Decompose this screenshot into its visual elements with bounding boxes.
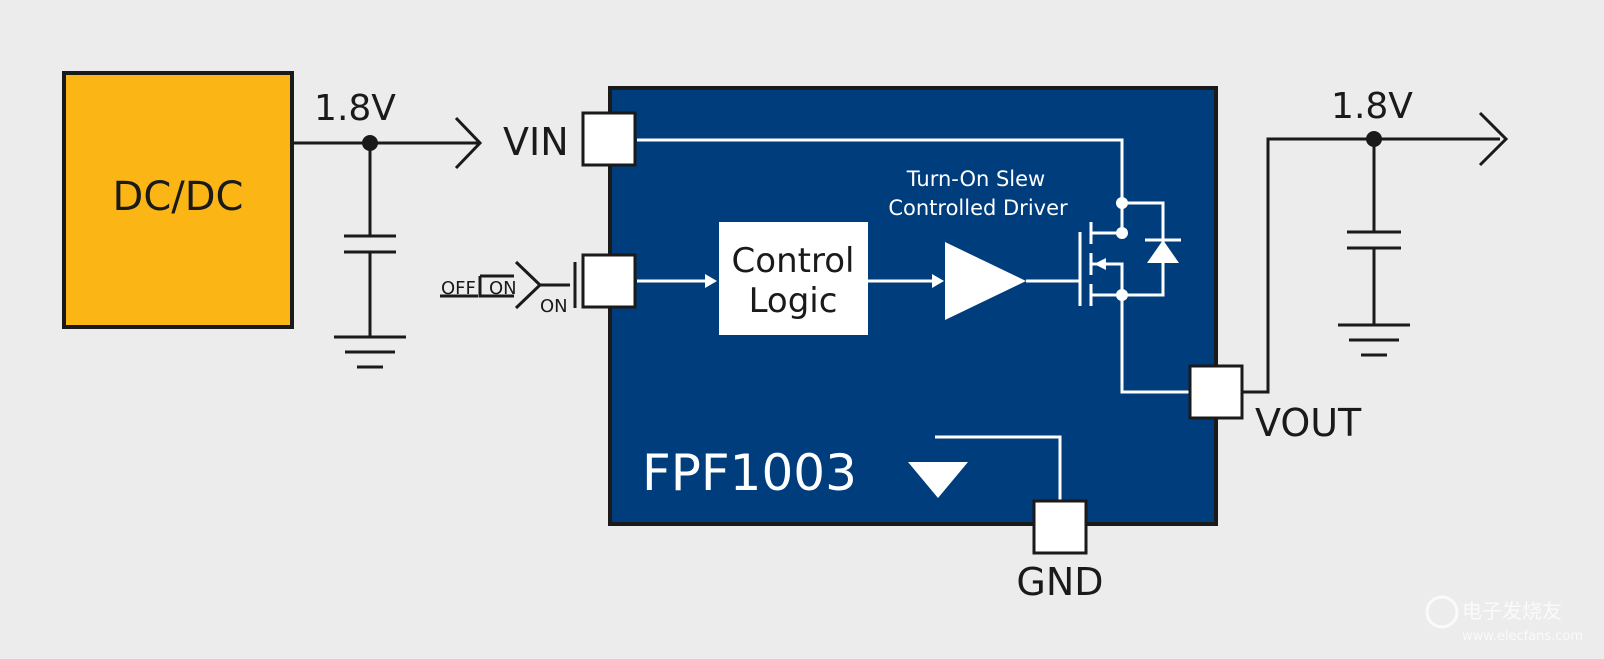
body-diode-icon bbox=[1147, 240, 1179, 263]
dcdc-box bbox=[62, 71, 294, 329]
switch-on-label: ON bbox=[489, 278, 517, 299]
vout-label: VOUT bbox=[1255, 401, 1362, 445]
vout-pin bbox=[1188, 364, 1244, 420]
vin-pin bbox=[581, 111, 637, 167]
output-voltage-label: 1.8V bbox=[1331, 86, 1413, 127]
gnd-label: GND bbox=[1016, 560, 1103, 604]
input-voltage-label: 1.8V bbox=[314, 88, 396, 129]
control-logic-box bbox=[719, 222, 868, 335]
vin-label: VIN bbox=[503, 120, 569, 164]
switch-on-box bbox=[478, 274, 514, 298]
logic-arrow-icon bbox=[932, 274, 944, 288]
chip-name: FPF1003 bbox=[642, 444, 857, 502]
driver-label-line2: Controlled Driver bbox=[888, 196, 1068, 220]
dcdc-label: DC/DC bbox=[113, 174, 244, 220]
output-rail-wire bbox=[1242, 137, 1500, 394]
output-arrow-icon bbox=[1478, 111, 1509, 167]
en-pin bbox=[581, 253, 637, 309]
mosfet-icon bbox=[1078, 197, 1192, 394]
driver-amplifier-icon bbox=[945, 242, 1026, 320]
gnd-pin bbox=[1032, 499, 1088, 555]
watermark: 电子发烧友 www.elecfans.com bbox=[1425, 595, 1583, 644]
switch-on-label-2: ON bbox=[540, 296, 568, 317]
input-arrow-icon bbox=[454, 116, 483, 170]
control-logic-line1: Control bbox=[732, 241, 855, 281]
chip-body bbox=[608, 86, 1218, 526]
control-logic-line2: Logic bbox=[749, 281, 838, 321]
vin-internal-wire bbox=[637, 138, 1124, 203]
watermark-url: www.elecfans.com bbox=[1462, 629, 1583, 644]
en-arrow-icon bbox=[705, 274, 717, 288]
output-ground-icon bbox=[1338, 323, 1410, 357]
watermark-text: 电子发烧友 bbox=[1462, 599, 1562, 623]
dcdc-block: DC/DC bbox=[62, 71, 294, 329]
internal-ground-icon bbox=[908, 462, 968, 498]
gnd-internal-wire bbox=[935, 435, 1062, 501]
control-logic-block: Control Logic bbox=[719, 222, 868, 335]
switch-off-label: OFF bbox=[441, 278, 476, 299]
switch-lever-icon bbox=[514, 260, 543, 310]
enable-switch: OFF ON ON bbox=[440, 260, 577, 317]
input-capacitor-icon bbox=[344, 143, 396, 337]
output-capacitor-icon bbox=[1347, 139, 1401, 325]
input-ground-icon bbox=[334, 335, 406, 369]
watermark-logo-icon bbox=[1425, 595, 1459, 629]
driver-label-line1: Turn-On Slew bbox=[906, 167, 1045, 191]
